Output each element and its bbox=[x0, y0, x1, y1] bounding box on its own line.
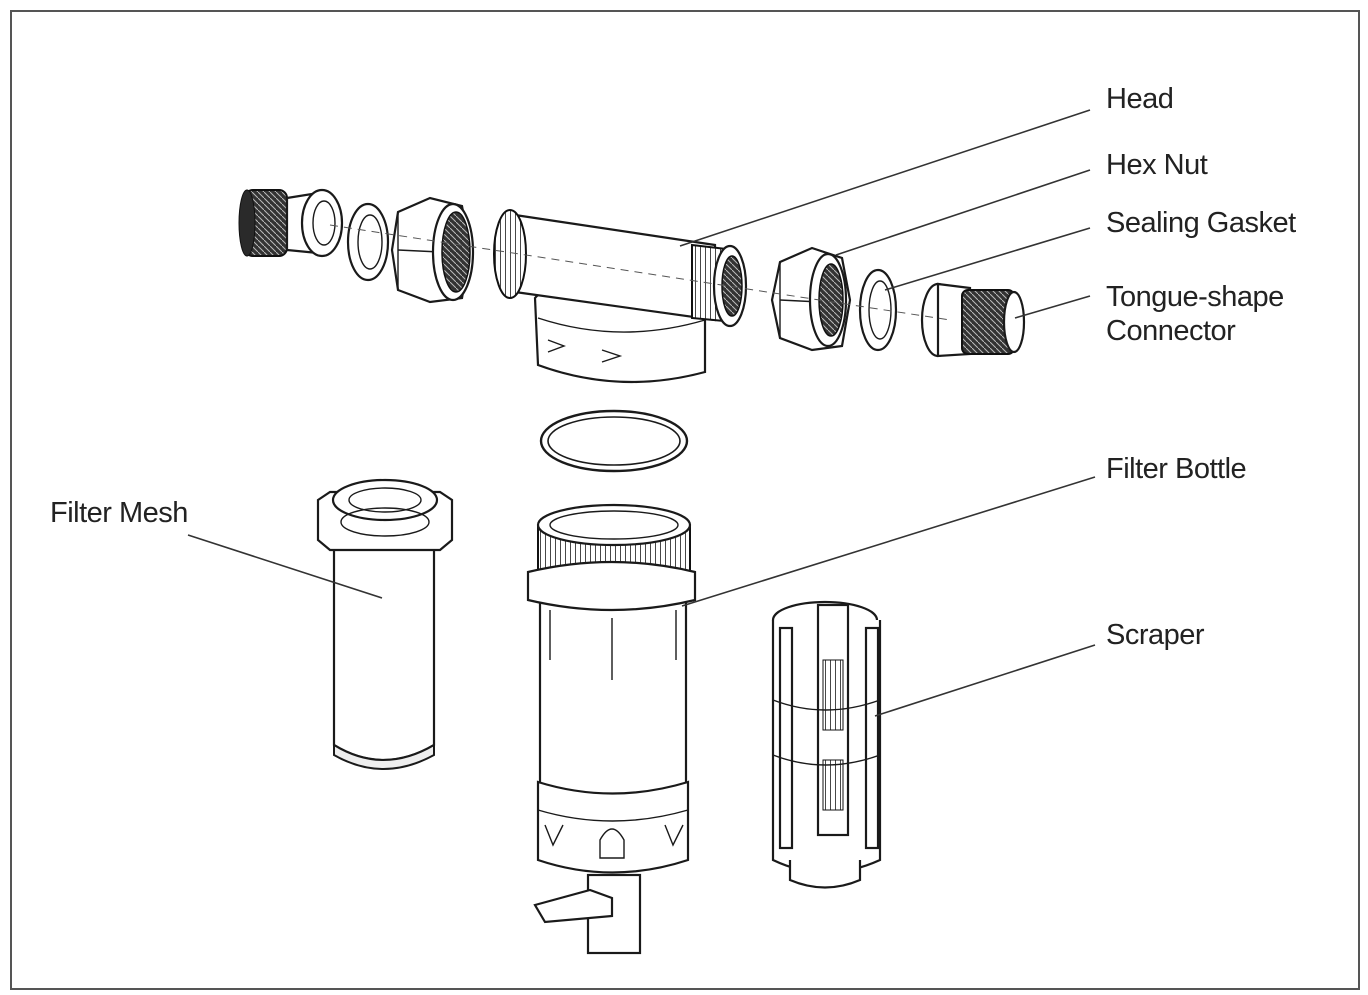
label-scraper: Scraper bbox=[1106, 619, 1205, 651]
left-hex-nut bbox=[390, 196, 475, 304]
left-sealing-gasket bbox=[346, 202, 390, 282]
leader-hex-nut bbox=[835, 169, 1091, 256]
scraper-slots bbox=[822, 659, 844, 811]
head-body bbox=[493, 209, 748, 384]
scraper-part bbox=[771, 600, 882, 889]
label-head: Head bbox=[1106, 83, 1174, 115]
left-tongue-connector bbox=[238, 188, 344, 258]
label-sealing-gasket: Sealing Gasket bbox=[1106, 207, 1296, 239]
label-tongue-connector-line2: Connector bbox=[1106, 315, 1236, 347]
right-sealing-gasket bbox=[858, 268, 898, 352]
filter-bottle-part bbox=[526, 503, 697, 955]
label-filter-mesh: Filter Mesh bbox=[50, 497, 188, 529]
right-hex-nut bbox=[770, 246, 852, 352]
label-hex-nut: Hex Nut bbox=[1106, 149, 1208, 181]
assembly-axis-line bbox=[329, 224, 951, 321]
label-filter-bottle: Filter Bottle bbox=[1106, 453, 1247, 485]
leader-lines bbox=[187, 109, 1096, 717]
leader-scraper bbox=[874, 644, 1096, 717]
filter-mesh-part bbox=[316, 478, 454, 770]
leader-tongue-connector bbox=[1014, 295, 1091, 319]
label-tongue-connector-line1: Tongue-shape bbox=[1106, 281, 1284, 313]
right-tongue-connector bbox=[920, 282, 1026, 358]
leader-head bbox=[679, 109, 1091, 247]
leader-filter-mesh bbox=[187, 534, 383, 599]
leader-sealing-gasket bbox=[884, 227, 1091, 291]
leader-filter-bottle bbox=[681, 476, 1096, 607]
o-ring bbox=[539, 409, 689, 473]
